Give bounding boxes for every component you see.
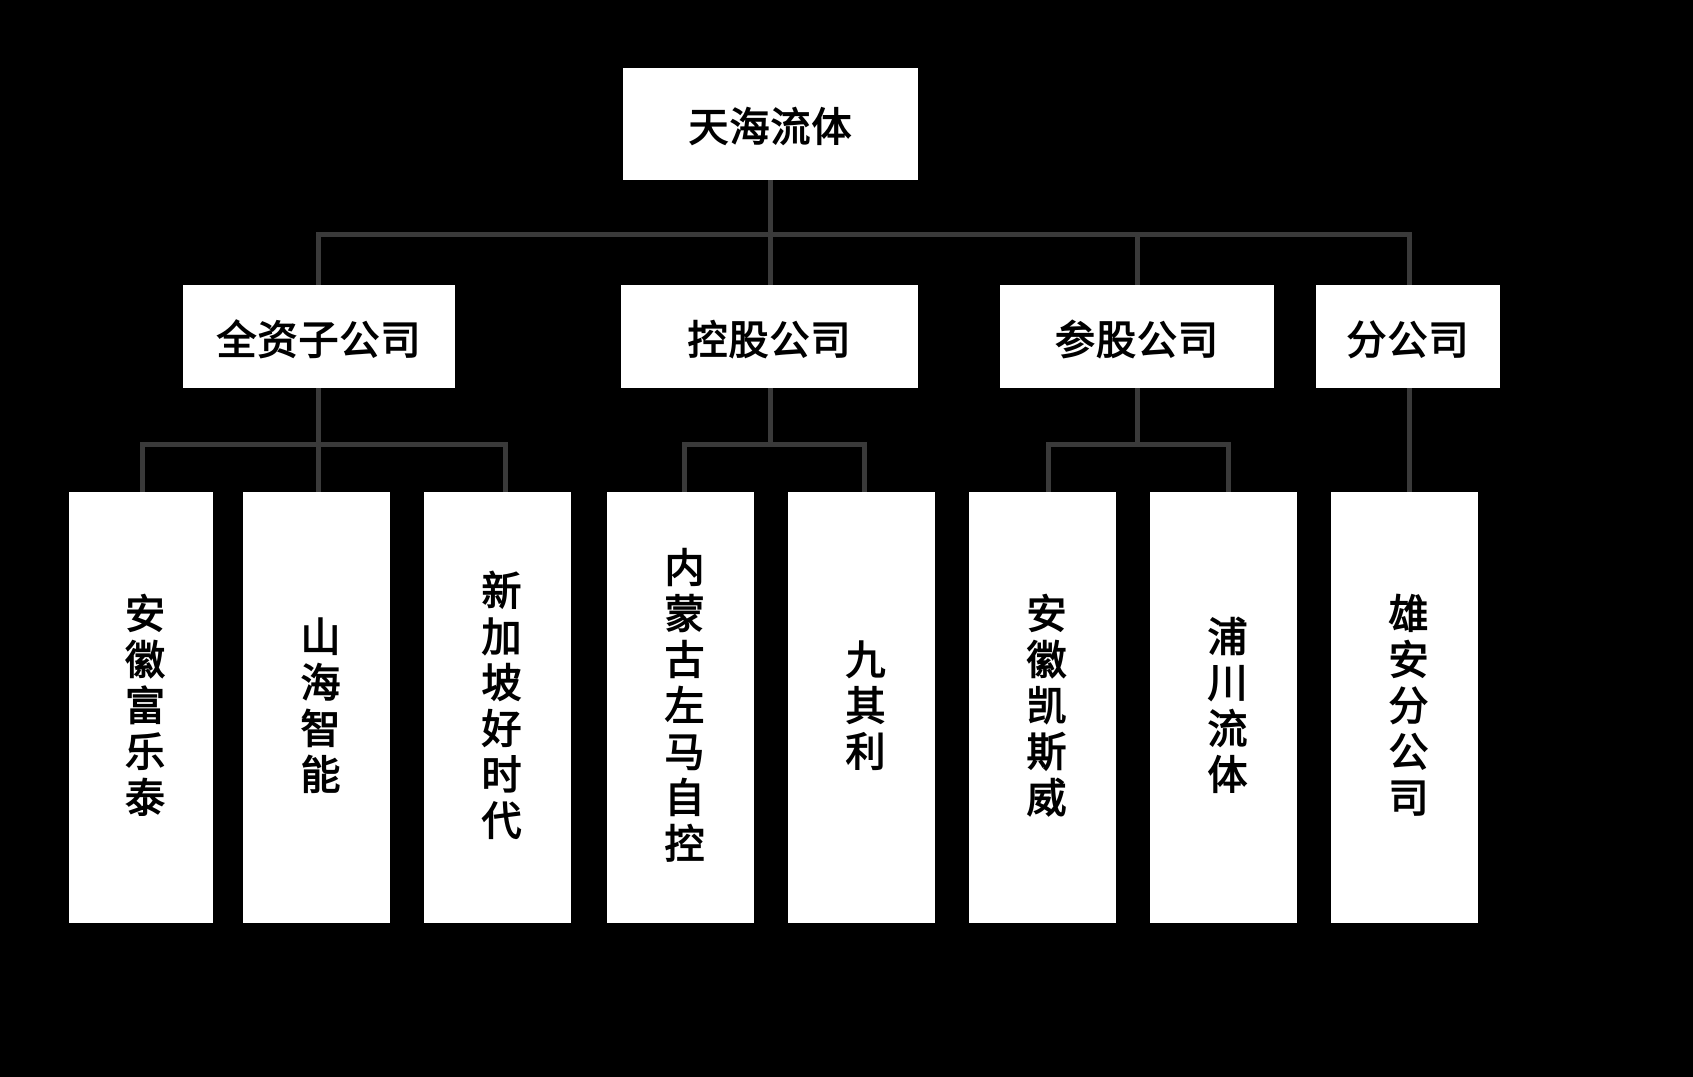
connector-drop-leaf-6 bbox=[1046, 442, 1051, 494]
node-level2-label: 控股公司 bbox=[687, 317, 852, 364]
connector-drop-leaf-7 bbox=[1226, 442, 1231, 494]
connector-root-stem bbox=[768, 180, 773, 235]
connector-stem-g1 bbox=[316, 388, 321, 445]
node-leaf-label: 山海智能 bbox=[293, 615, 340, 800]
connector-bus-g1 bbox=[140, 442, 508, 447]
connector-stem-g2 bbox=[768, 388, 773, 445]
connector-drop-l2-2 bbox=[768, 232, 773, 287]
node-leaf-jiuqili[interactable]: 九其利 bbox=[788, 492, 935, 923]
node-level2-label: 分公司 bbox=[1346, 317, 1470, 364]
node-leaf-label: 浦川流体 bbox=[1200, 615, 1247, 800]
connector-bus-g3 bbox=[1046, 442, 1231, 447]
connector-drop-leaf-4 bbox=[682, 442, 687, 494]
connector-drop-l2-1 bbox=[316, 232, 321, 287]
node-root[interactable]: 天海流体 bbox=[623, 68, 918, 180]
connector-drop-leaf-5 bbox=[862, 442, 867, 494]
node-leaf-neimenggu-zuoma-zikong[interactable]: 内蒙古左马自控 bbox=[607, 492, 754, 923]
node-leaf-label: 内蒙古左马自控 bbox=[657, 546, 704, 869]
node-leaf-label: 九其利 bbox=[838, 638, 885, 777]
node-level2-equity-participation[interactable]: 参股公司 bbox=[1000, 285, 1274, 388]
node-level2-branch[interactable]: 分公司 bbox=[1316, 285, 1500, 388]
connector-level2-bus bbox=[316, 232, 1412, 237]
connector-stem-g4 bbox=[1407, 388, 1412, 494]
connector-drop-leaf-3 bbox=[503, 442, 508, 494]
node-leaf-anhui-kaisiwei[interactable]: 安徽凯斯威 bbox=[969, 492, 1116, 923]
node-level2-label: 全资子公司 bbox=[216, 317, 422, 364]
connector-drop-leaf-2 bbox=[316, 442, 321, 494]
node-leaf-label: 雄安分公司 bbox=[1381, 592, 1428, 823]
node-leaf-anhui-fuletai[interactable]: 安徽富乐泰 bbox=[69, 492, 213, 923]
connector-stem-g3 bbox=[1135, 388, 1140, 445]
node-level2-label: 参股公司 bbox=[1055, 317, 1219, 364]
node-leaf-shanhai-zhineng[interactable]: 山海智能 bbox=[243, 492, 390, 923]
connector-drop-l2-3 bbox=[1135, 232, 1140, 287]
node-leaf-xiongan-fengongsi[interactable]: 雄安分公司 bbox=[1331, 492, 1478, 923]
node-leaf-label: 新加坡好时代 bbox=[474, 569, 521, 846]
node-leaf-label: 安徽凯斯威 bbox=[1019, 592, 1066, 823]
node-leaf-label: 安徽富乐泰 bbox=[118, 592, 164, 823]
node-level2-wholly-owned[interactable]: 全资子公司 bbox=[183, 285, 455, 388]
connector-bus-g2 bbox=[682, 442, 867, 447]
connector-drop-leaf-1 bbox=[140, 442, 145, 494]
node-level2-holding[interactable]: 控股公司 bbox=[621, 285, 918, 388]
node-root-label: 天海流体 bbox=[688, 105, 853, 151]
node-leaf-puchuan-liuti[interactable]: 浦川流体 bbox=[1150, 492, 1297, 923]
connector-drop-l2-4 bbox=[1407, 232, 1412, 287]
node-leaf-xinjiapo-haoshidai[interactable]: 新加坡好时代 bbox=[424, 492, 571, 923]
